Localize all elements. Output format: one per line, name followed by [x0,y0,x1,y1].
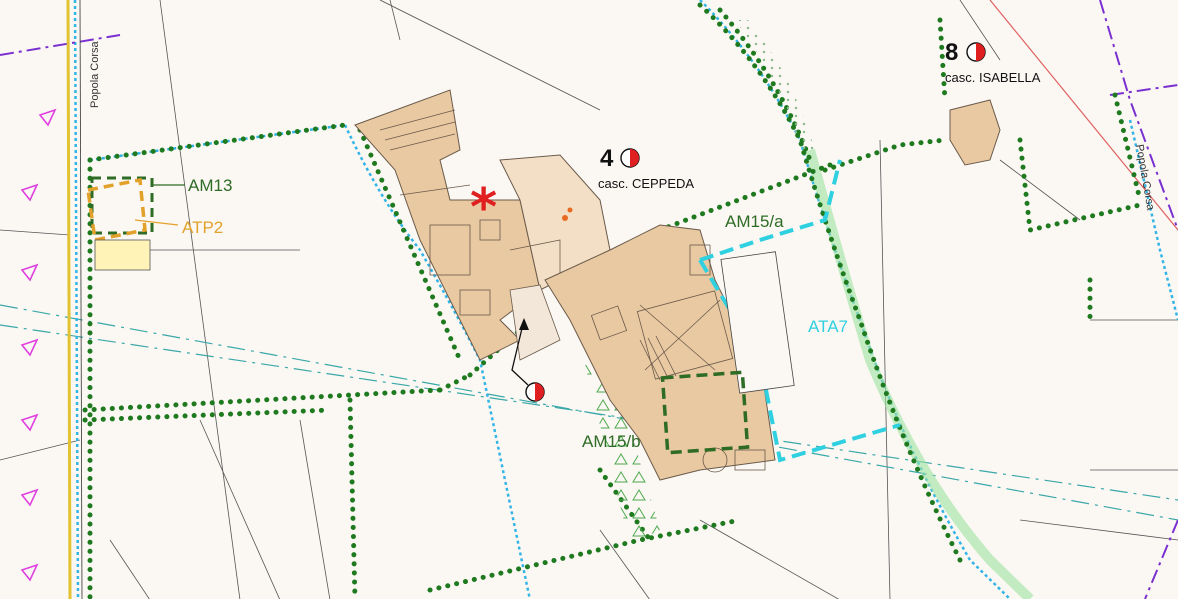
half-filled-circle-icon [966,42,986,62]
utility-lines [0,304,1178,521]
zone-label-am13: AM13 [188,176,232,195]
zone-atp2-area [94,239,151,271]
farmstead-name-ceppeda: casc. CEPPEDA [598,176,694,191]
asterisk-icon: * [470,178,497,238]
farmstead-name-isabella: casc. ISABELLA [945,70,1041,85]
building-details-central [590,244,766,473]
zone-am15b-boundary [660,370,750,455]
zone-label-atp2: ATP2 [182,218,223,237]
half-filled-circle-icon [620,148,640,168]
zone-ata7-building [720,251,795,394]
building-details-west [379,109,561,316]
orange-dots [562,207,573,221]
building-hub [509,284,561,361]
river-bank [805,148,1034,599]
building-isabella [949,99,1001,166]
road-left [66,0,83,599]
hedgerows [82,2,1143,599]
pointer-arrow [511,319,529,386]
vegetation-strip [735,20,815,150]
road-label-left: Popola Corsa [89,40,101,108]
zone-am13-boundary [90,176,154,235]
zone-atp2-leader [134,219,179,226]
arrow-head-icon [519,318,529,330]
zone-label-am15a: AM15/a [725,212,784,231]
zone-label-am15b: AM15/b [582,432,641,451]
zone-atp2-boundary [86,177,147,243]
farmstead-number-ceppeda: 4 [600,145,614,172]
triangle-marker-icon [20,108,57,582]
zone-ata7-boundary [698,159,901,463]
half-filled-circle-icon [525,382,545,402]
farmstead-number-isabella: 8 [945,39,958,66]
green-triangle-area [585,360,660,545]
zone-label-ata7: ATA7 [808,317,848,336]
